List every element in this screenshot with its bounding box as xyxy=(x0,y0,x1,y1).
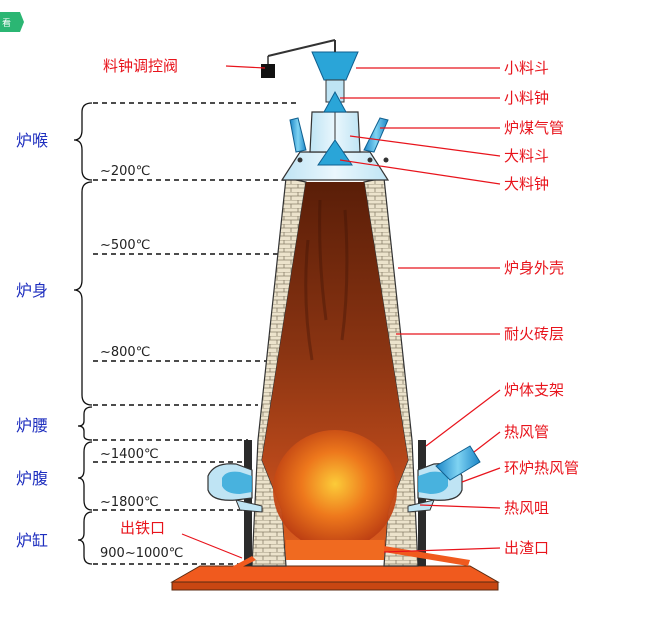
zone-label-shaft: 炉身 xyxy=(16,281,48,300)
label-iron-notch: 出铁口 xyxy=(120,519,165,537)
label-big-hopper: 大料斗 xyxy=(504,147,549,165)
temperature-labels: ~200℃ ~500℃ ~800℃ ~1400℃ ~1800℃ 900~1000… xyxy=(100,164,183,561)
corner-badge-text: 看 xyxy=(2,17,11,29)
component-labels: 料钟调控阀 小料斗 小料钟 炉煤气管 大料斗 大料钟 炉身外壳 耐火砖层 炉体支… xyxy=(103,57,579,557)
refractory-walls xyxy=(251,177,419,567)
small-hopper-assembly xyxy=(311,51,359,113)
zone-labels: 炉喉 炉身 炉腰 炉腹 炉缸 xyxy=(16,131,48,550)
temp-label-800: ~800℃ xyxy=(100,345,150,360)
temp-label-500: ~500℃ xyxy=(100,238,150,253)
label-slag-notch: 出渣口 xyxy=(504,539,549,557)
label-hot-blast-pipe: 热风管 xyxy=(504,423,549,441)
zone-braces xyxy=(73,102,93,565)
furnace-base xyxy=(170,565,500,591)
furnace-interior xyxy=(262,182,408,560)
corner-badge: 看 xyxy=(0,12,24,32)
gas-pipes xyxy=(289,117,389,153)
label-valve: 料钟调控阀 xyxy=(103,57,178,75)
leader-lines xyxy=(181,65,501,559)
big-bell-shape xyxy=(317,139,353,166)
hot-blast-system xyxy=(207,445,481,513)
zone-label-throat: 炉喉 xyxy=(16,131,48,150)
label-support: 炉体支架 xyxy=(504,381,564,399)
temp-label-200: ~200℃ xyxy=(100,164,150,179)
label-small-hopper: 小料斗 xyxy=(504,59,549,77)
label-tuyere: 热风咀 xyxy=(504,499,549,517)
zone-label-hearth: 炉缸 xyxy=(16,531,48,550)
temp-label-1800: ~1800℃ xyxy=(100,495,159,510)
temperature-lines xyxy=(93,102,300,565)
furnace-top xyxy=(280,111,390,181)
temp-label-1400: ~1400℃ xyxy=(100,447,159,462)
label-shell: 炉身外壳 xyxy=(504,259,564,277)
label-big-bell: 大料钟 xyxy=(504,175,549,193)
temp-label-900-1000: 900~1000℃ xyxy=(100,546,183,561)
zone-label-bosh: 炉腹 xyxy=(16,469,48,488)
label-small-bell: 小料钟 xyxy=(504,89,549,107)
label-bustle-pipe: 环炉热风管 xyxy=(504,459,579,477)
label-gas-pipe: 炉煤气管 xyxy=(504,119,564,137)
iron-notch-channel xyxy=(230,556,256,568)
zone-label-waist: 炉腰 xyxy=(16,416,48,435)
label-refractory: 耐火砖层 xyxy=(504,325,564,343)
